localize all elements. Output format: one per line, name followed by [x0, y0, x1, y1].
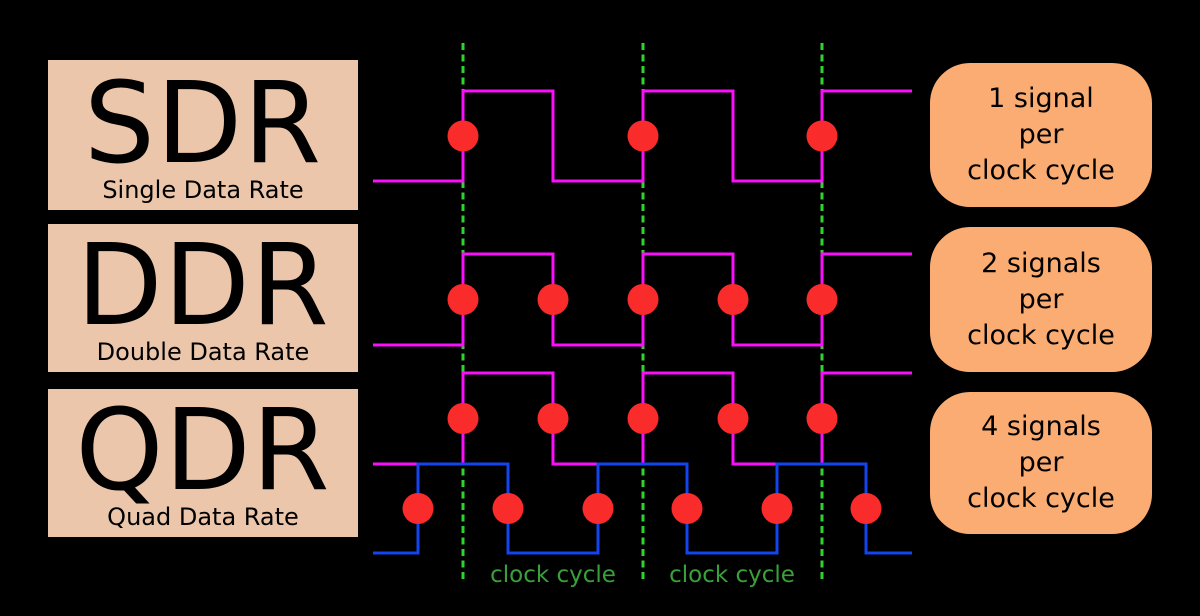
- sdr-note-box: 1 signal per clock cycle: [930, 63, 1152, 207]
- qdr-sample-dot-blue-1: [402, 493, 434, 524]
- sdr-box: SDR Single Data Rate: [48, 60, 358, 210]
- ddr-sample-dot-4: [717, 284, 749, 315]
- qdr-box: QDR Quad Data Rate: [48, 389, 358, 537]
- ddr-sample-dot-5: [806, 284, 838, 315]
- ddr-acronym: DDR: [76, 221, 330, 351]
- qdr-sample-dot-magenta-1: [447, 403, 479, 434]
- clock-cycle-label-1: clock cycle: [490, 562, 616, 588]
- sdr-sample-dot-1: [447, 120, 479, 152]
- ddr-box: DDR Double Data Rate: [48, 224, 358, 372]
- sdr-acronym: SDR: [83, 59, 323, 189]
- qdr-sample-dot-blue-6: [850, 493, 882, 524]
- ddr-subtitle: Double Data Rate: [96, 338, 310, 366]
- qdr-wave-blue: [373, 462, 912, 555]
- qdr-subtitle: Quad Data Rate: [107, 503, 299, 531]
- ddr-note-box: 2 signals per clock cycle: [930, 227, 1152, 372]
- qdr-sample-dot-blue-5: [761, 493, 793, 524]
- ddr-sample-dot-1: [447, 284, 479, 315]
- qdr-sample-dot-magenta-2: [537, 403, 569, 434]
- sdr-sample-dot-2: [627, 120, 659, 152]
- qdr-note-box: 4 signals per clock cycle: [930, 392, 1152, 534]
- clock-cycle-label-2: clock cycle: [669, 562, 795, 588]
- qdr-sample-dot-magenta-4: [717, 403, 749, 434]
- qdr-sample-dot-blue-3: [582, 493, 614, 524]
- qdr-sample-dot-blue-2: [492, 493, 524, 524]
- ddr-sample-dot-3: [627, 284, 659, 315]
- qdr-acronym: QDR: [75, 386, 331, 516]
- qdr-sample-dot-magenta-3: [627, 403, 659, 434]
- sdr-sample-dot-3: [806, 120, 838, 152]
- qdr-sample-dot-blue-4: [671, 493, 703, 524]
- ddr-sample-dot-2: [537, 284, 569, 315]
- qdr-sample-dot-magenta-5: [806, 403, 838, 434]
- sdr-subtitle: Single Data Rate: [102, 176, 304, 204]
